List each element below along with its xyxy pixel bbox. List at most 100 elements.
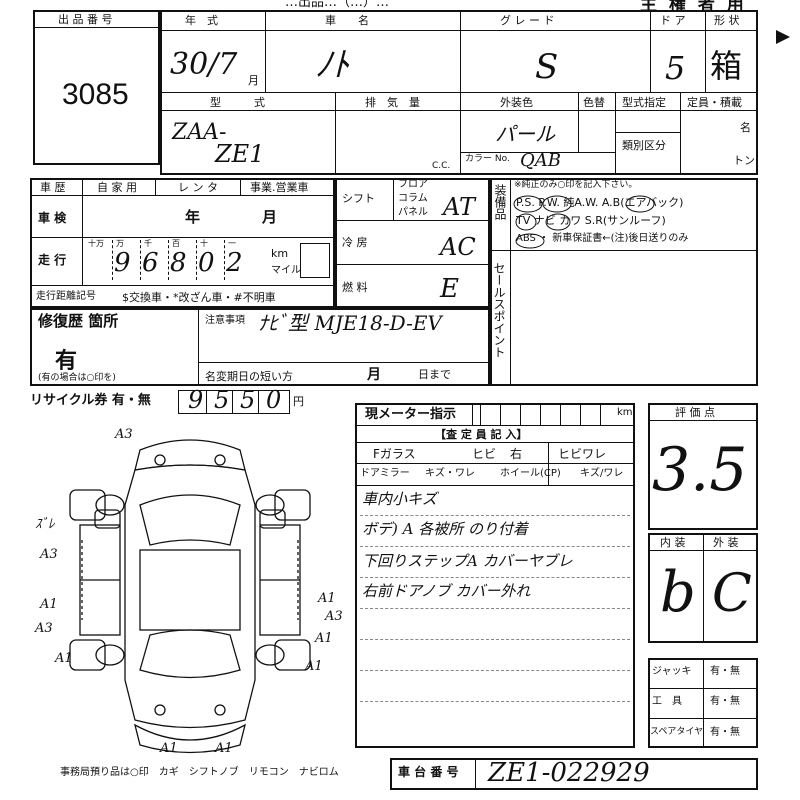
wheel-options: キズ/ワレ bbox=[580, 468, 624, 479]
inspection-label: 車 検 bbox=[38, 211, 67, 225]
recycle-divider bbox=[232, 391, 233, 413]
mile-label: マイル bbox=[271, 265, 301, 276]
inspector-note-3: 下回りステップA カバーヤブレ bbox=[362, 552, 573, 570]
mileage-label: 走 行 bbox=[38, 253, 67, 267]
shift-label: シフト bbox=[342, 192, 375, 205]
doors-value: 5 bbox=[665, 49, 686, 87]
lot-label: 出 品 番 号 bbox=[58, 13, 113, 26]
mileage-unit-label: 一 bbox=[228, 239, 236, 248]
note-rule bbox=[360, 515, 630, 516]
color-code-value: QAB bbox=[520, 150, 561, 171]
lot-number: 3085 bbox=[62, 78, 129, 111]
equipment-row-3: ABS ・ 新車保証書←(注)後日送りのみ bbox=[516, 233, 689, 244]
body-label: 形 状 bbox=[714, 14, 740, 27]
shift-panel: パネル bbox=[398, 207, 428, 218]
mileage-unit-label: 百 bbox=[172, 239, 180, 248]
type-designation-label: 型式指定 bbox=[622, 96, 666, 109]
history-block bbox=[30, 178, 335, 308]
fuel-label: 燃 料 bbox=[342, 281, 368, 294]
damage-mark: A1 bbox=[318, 591, 336, 606]
jack-label: ジャッキ bbox=[652, 666, 692, 677]
remarks-value: ﾅﾋﾞ型 MJE18-D-EV bbox=[258, 311, 442, 335]
body-value: 箱 bbox=[710, 47, 743, 85]
class-label: 類別区分 bbox=[622, 139, 666, 152]
damage-mark: A1 bbox=[40, 597, 58, 612]
history-option-private: 自 家 用 bbox=[97, 181, 137, 194]
equipment-circles bbox=[513, 195, 655, 249]
exterior-label: 外 装 bbox=[713, 536, 739, 549]
cc-suffix: C.C. bbox=[432, 161, 451, 171]
recycle-divider bbox=[258, 391, 259, 413]
damage-mark: A1 bbox=[55, 651, 73, 666]
jack-option: 有・無 bbox=[710, 666, 740, 677]
exterior-color-value: パール bbox=[495, 122, 555, 146]
inspector-title: 【査 定 員 記 入】 bbox=[435, 428, 528, 441]
year-value: 30/7 bbox=[170, 47, 238, 82]
triangle-icon bbox=[776, 30, 790, 44]
inspector-note-2: ボデ) A 各被所 のり付着 bbox=[362, 520, 528, 538]
wheel-label: ホイール(CP) bbox=[500, 468, 561, 479]
damage-mark: A1 bbox=[305, 659, 323, 674]
displacement-label: 排 気 量 bbox=[365, 96, 420, 109]
month-suffix: 月 bbox=[248, 74, 259, 87]
chassis-label: 車 台 番 号 bbox=[398, 765, 459, 779]
damage-mark: A3 bbox=[115, 427, 133, 442]
damage-mark: A3 bbox=[40, 547, 58, 562]
glass-label: Fガラス bbox=[373, 447, 416, 461]
mileage-divider bbox=[196, 240, 197, 280]
capacity-unit-ton: トン bbox=[733, 154, 755, 167]
mirror-options: キズ・ワレ bbox=[425, 468, 475, 479]
interior-value: b bbox=[660, 560, 696, 625]
name-change-label: 名変期日の短い方 bbox=[205, 370, 293, 383]
mileage-digit: 2 bbox=[226, 248, 243, 278]
grade-label: 評 価 点 bbox=[675, 406, 715, 419]
equipment-note: ※純正のみ○印を記入下さい。 bbox=[514, 180, 638, 190]
damage-mark: A3 bbox=[325, 609, 343, 624]
meter-cell bbox=[500, 403, 501, 425]
interior-label: 内 装 bbox=[660, 536, 686, 549]
repair-note: (有の場合は○印を) bbox=[38, 373, 116, 383]
type-value-1: ZAA- bbox=[172, 120, 227, 145]
type-value-2: ZE1 bbox=[215, 140, 265, 168]
glass-option-broken: ヒビワレ bbox=[558, 447, 607, 461]
mirror-label: ドアミラー bbox=[360, 468, 410, 479]
mileage-divider bbox=[112, 240, 113, 280]
inspection-month-suffix: 月 bbox=[262, 208, 278, 226]
recycle-digit: 5 bbox=[240, 386, 256, 414]
damage-mark: A3 bbox=[35, 621, 53, 636]
damage-mark: A1 bbox=[160, 741, 178, 756]
damage-mark: A1 bbox=[315, 631, 333, 646]
meter-block bbox=[355, 403, 635, 748]
mileage-digit: 0 bbox=[198, 248, 215, 278]
meter-cell bbox=[480, 403, 481, 425]
mileage-unit-label: 千 bbox=[144, 239, 152, 248]
inspector-note-1: 車内小キズ bbox=[362, 490, 438, 508]
note-rule bbox=[360, 670, 630, 671]
remarks-label: 注意事項 bbox=[205, 315, 245, 326]
mileage-record-label: 走行距離記号 bbox=[36, 291, 96, 302]
equipment-row-2: TV ナビ カワ S.R(サンルーフ) bbox=[516, 214, 666, 227]
recycle-digit: 9 bbox=[188, 386, 204, 414]
recycle-label: リサイクル券 有・無 bbox=[30, 393, 151, 408]
exterior-color-label: 外装色 bbox=[500, 96, 533, 109]
name-change-day: 日まで bbox=[418, 368, 451, 381]
shift-column: コラム bbox=[398, 193, 428, 204]
meter-cell bbox=[600, 403, 601, 425]
vehicle-diagram bbox=[69, 439, 311, 754]
recycle-digit: 5 bbox=[214, 386, 230, 414]
lot-box bbox=[33, 10, 160, 165]
name-change-month: 月 bbox=[367, 367, 381, 383]
recycle-divider bbox=[206, 391, 207, 413]
km-label: km bbox=[271, 247, 289, 260]
repair-label: 修復歴 箇所 bbox=[38, 312, 119, 330]
color-change-label: 色替 bbox=[583, 96, 605, 109]
recycle-digit: 0 bbox=[266, 386, 282, 414]
recycle-unit: 円 bbox=[293, 395, 304, 408]
note-rule bbox=[360, 701, 630, 702]
model-name-label: 車 名 bbox=[325, 14, 369, 27]
note-rule bbox=[360, 577, 630, 578]
equipment-label: 装備品 bbox=[493, 184, 507, 220]
ac-label: 冷 房 bbox=[342, 236, 368, 249]
mileage-divider bbox=[168, 240, 169, 280]
meter-cell bbox=[580, 403, 581, 425]
